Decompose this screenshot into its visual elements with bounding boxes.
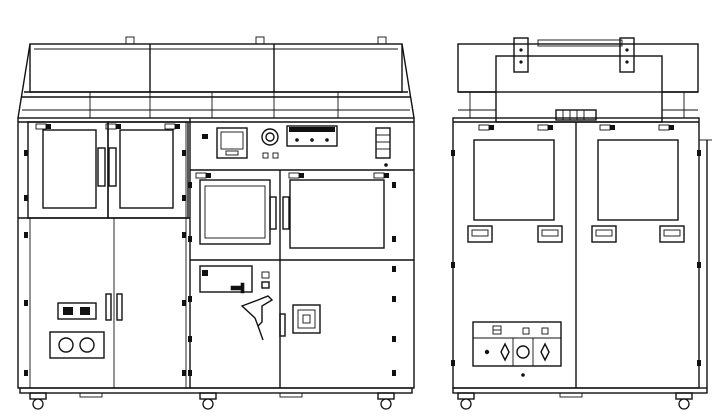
warning-label-icon xyxy=(478,124,494,131)
lifting-bracket xyxy=(619,37,635,73)
door-handle xyxy=(105,293,112,321)
window xyxy=(42,129,97,209)
grab-handle xyxy=(659,225,685,243)
caster-wheel xyxy=(460,398,472,410)
upper-housing xyxy=(457,37,699,123)
window xyxy=(597,139,679,221)
front-view xyxy=(17,36,415,410)
nozzle-plate xyxy=(199,265,253,293)
warning-label-icon xyxy=(658,124,674,131)
connector-block xyxy=(555,109,597,121)
top-unit xyxy=(495,55,663,123)
warning-label-icon xyxy=(288,172,304,179)
grab-handle xyxy=(537,225,563,243)
button-strip xyxy=(286,125,338,147)
gauge-plate xyxy=(49,331,105,359)
door-handle xyxy=(269,196,277,230)
lifting-bracket xyxy=(513,37,529,73)
warning-label-icon xyxy=(35,123,51,130)
warning-label-icon xyxy=(373,172,389,179)
grab-handle xyxy=(467,225,493,243)
selector-knob xyxy=(540,342,550,362)
top-bracket xyxy=(255,36,265,45)
door-handle xyxy=(97,147,106,187)
warning-label-icon xyxy=(537,124,553,131)
warning-labels-front xyxy=(35,123,389,179)
warning-label-icon xyxy=(599,124,615,131)
side-control-panel xyxy=(472,321,562,377)
side-view xyxy=(451,37,712,410)
control-plate xyxy=(472,321,562,367)
top-canopy xyxy=(17,36,415,119)
top-bracket xyxy=(125,36,135,45)
warning-labels-side xyxy=(478,124,674,131)
right-lower-area xyxy=(188,265,396,376)
left-lower-doors xyxy=(18,150,190,388)
window xyxy=(289,179,385,249)
canopy-panel xyxy=(457,43,699,93)
gauge xyxy=(58,337,74,353)
door-handle xyxy=(108,147,117,187)
emergency-stop xyxy=(261,128,279,146)
control-panel xyxy=(190,125,414,171)
base-casters-front xyxy=(19,387,413,410)
base-casters-side xyxy=(452,387,708,410)
selector-knob xyxy=(500,342,510,362)
window xyxy=(473,139,555,221)
door-handle xyxy=(116,293,123,321)
caster-wheel xyxy=(678,398,690,410)
warning-label-icon xyxy=(164,123,180,130)
display-screen xyxy=(216,127,248,159)
warning-label-icon xyxy=(195,172,211,179)
caster-wheel xyxy=(32,398,44,410)
right-middle-doors xyxy=(188,170,414,388)
cabinet-body xyxy=(17,117,415,389)
top-bracket xyxy=(377,36,387,45)
signal-tower xyxy=(375,127,391,159)
warning-label-icon xyxy=(105,123,121,130)
control-box xyxy=(292,304,321,334)
rotary-dial xyxy=(516,345,530,359)
door-handle xyxy=(282,196,290,230)
spray-gun xyxy=(240,295,274,328)
left-upper-doors xyxy=(27,121,189,219)
window xyxy=(199,179,271,245)
side-doors xyxy=(451,139,701,366)
switch-plate xyxy=(57,302,97,320)
grab-handle xyxy=(591,225,617,243)
canopy-panel xyxy=(29,43,403,93)
window xyxy=(119,129,174,209)
door-handle xyxy=(279,313,286,337)
caster-wheel xyxy=(380,398,392,410)
gauge xyxy=(79,337,95,353)
caster-wheel xyxy=(202,398,214,410)
